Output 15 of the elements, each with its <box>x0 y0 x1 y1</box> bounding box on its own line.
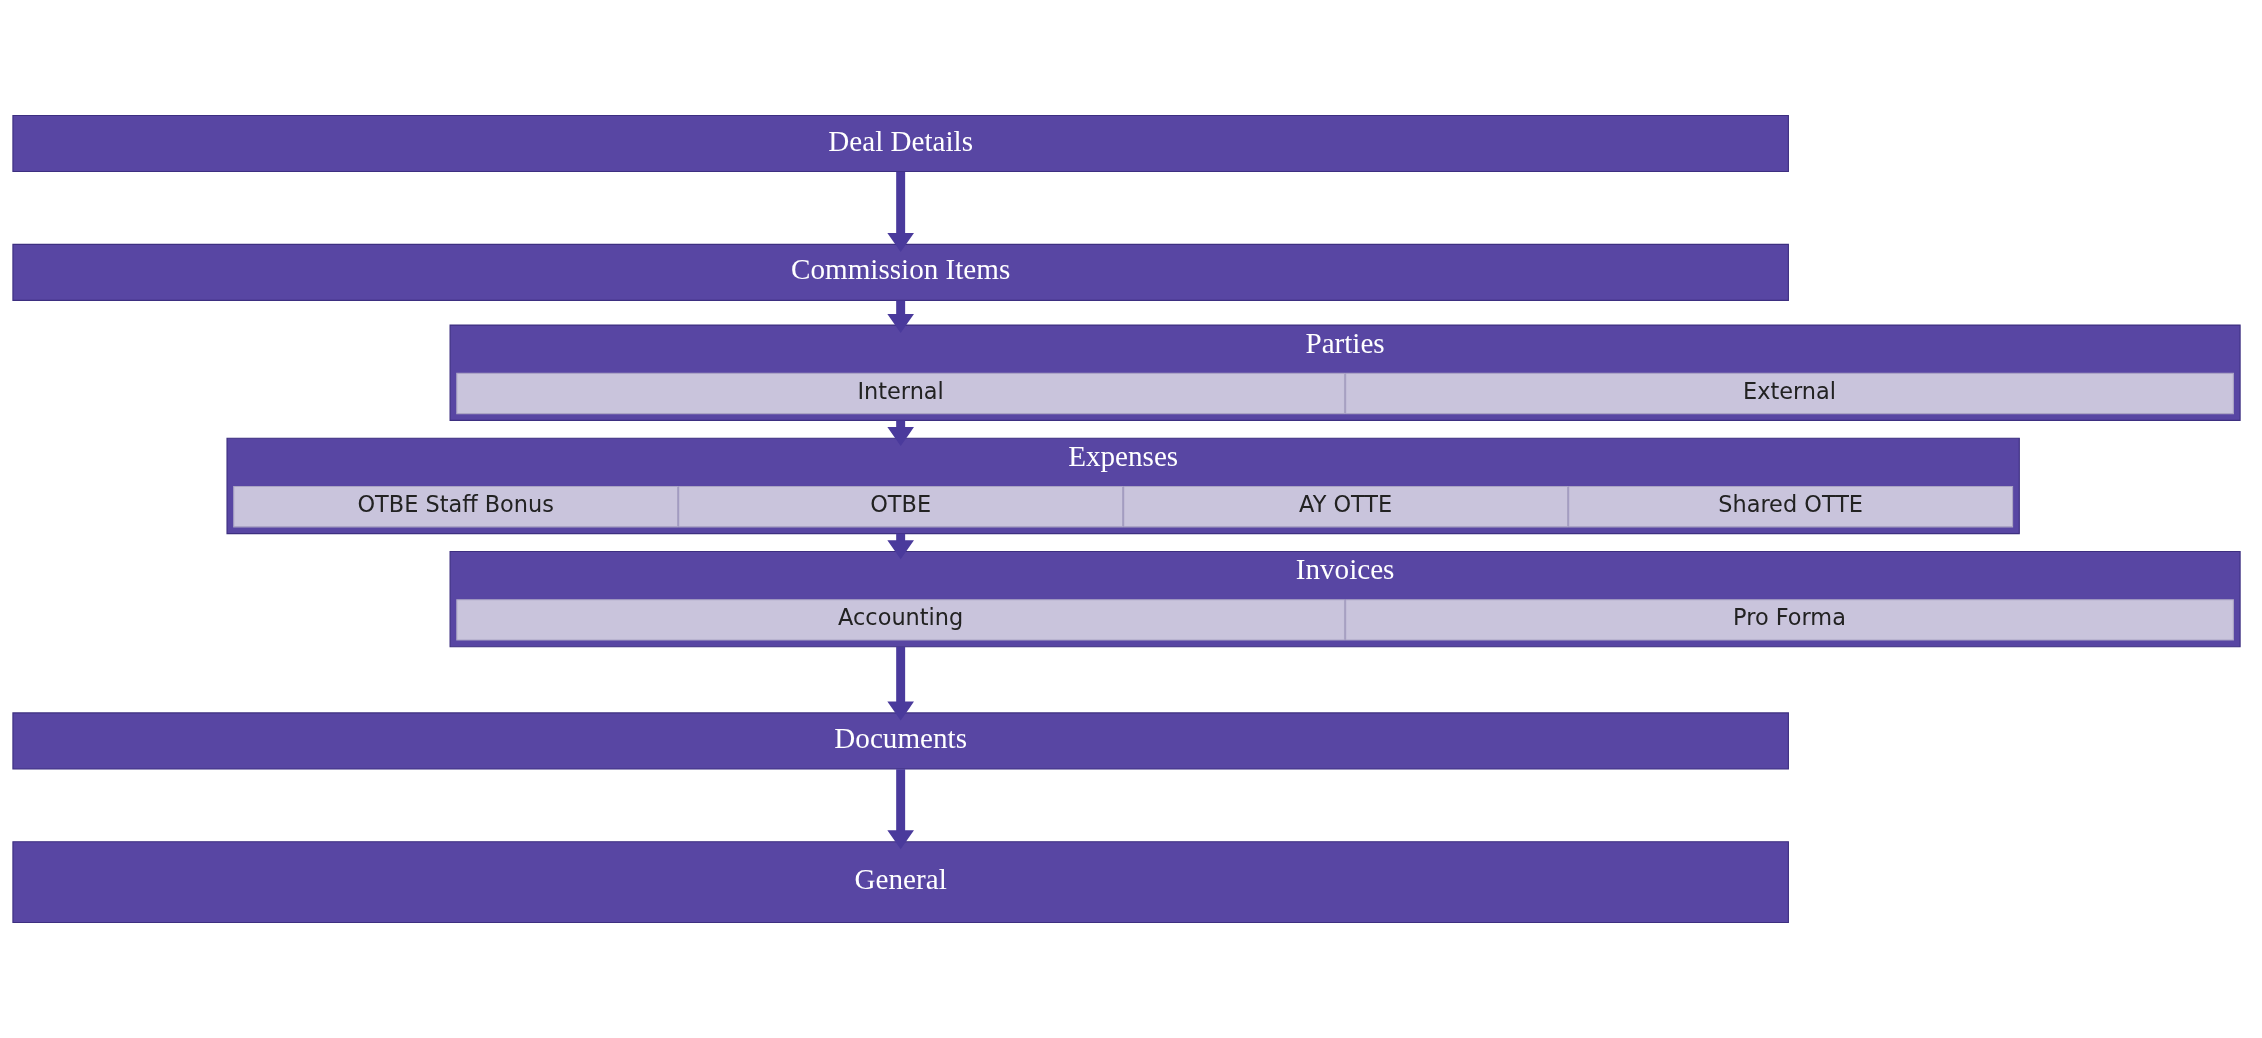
node-box: Pro Forma <box>1345 599 2234 641</box>
node-box: Commission Items <box>12 243 1789 301</box>
node-box: Deal Details <box>12 114 1789 173</box>
node-box: Documents <box>12 712 1789 770</box>
node-box: Internal <box>456 372 1346 415</box>
node-box: Accounting <box>456 599 1346 641</box>
arrow <box>887 769 914 850</box>
node-box: General <box>12 841 1789 924</box>
arrow <box>887 171 914 252</box>
node-box: OTBE Staff Bonus <box>233 485 679 528</box>
node-box: OTBE <box>678 485 1124 528</box>
node-box: Shared OTTE <box>1568 485 2014 528</box>
node-box: AY OTTE <box>1123 485 1569 528</box>
node-box: External <box>1345 372 2234 415</box>
arrow <box>887 646 914 721</box>
